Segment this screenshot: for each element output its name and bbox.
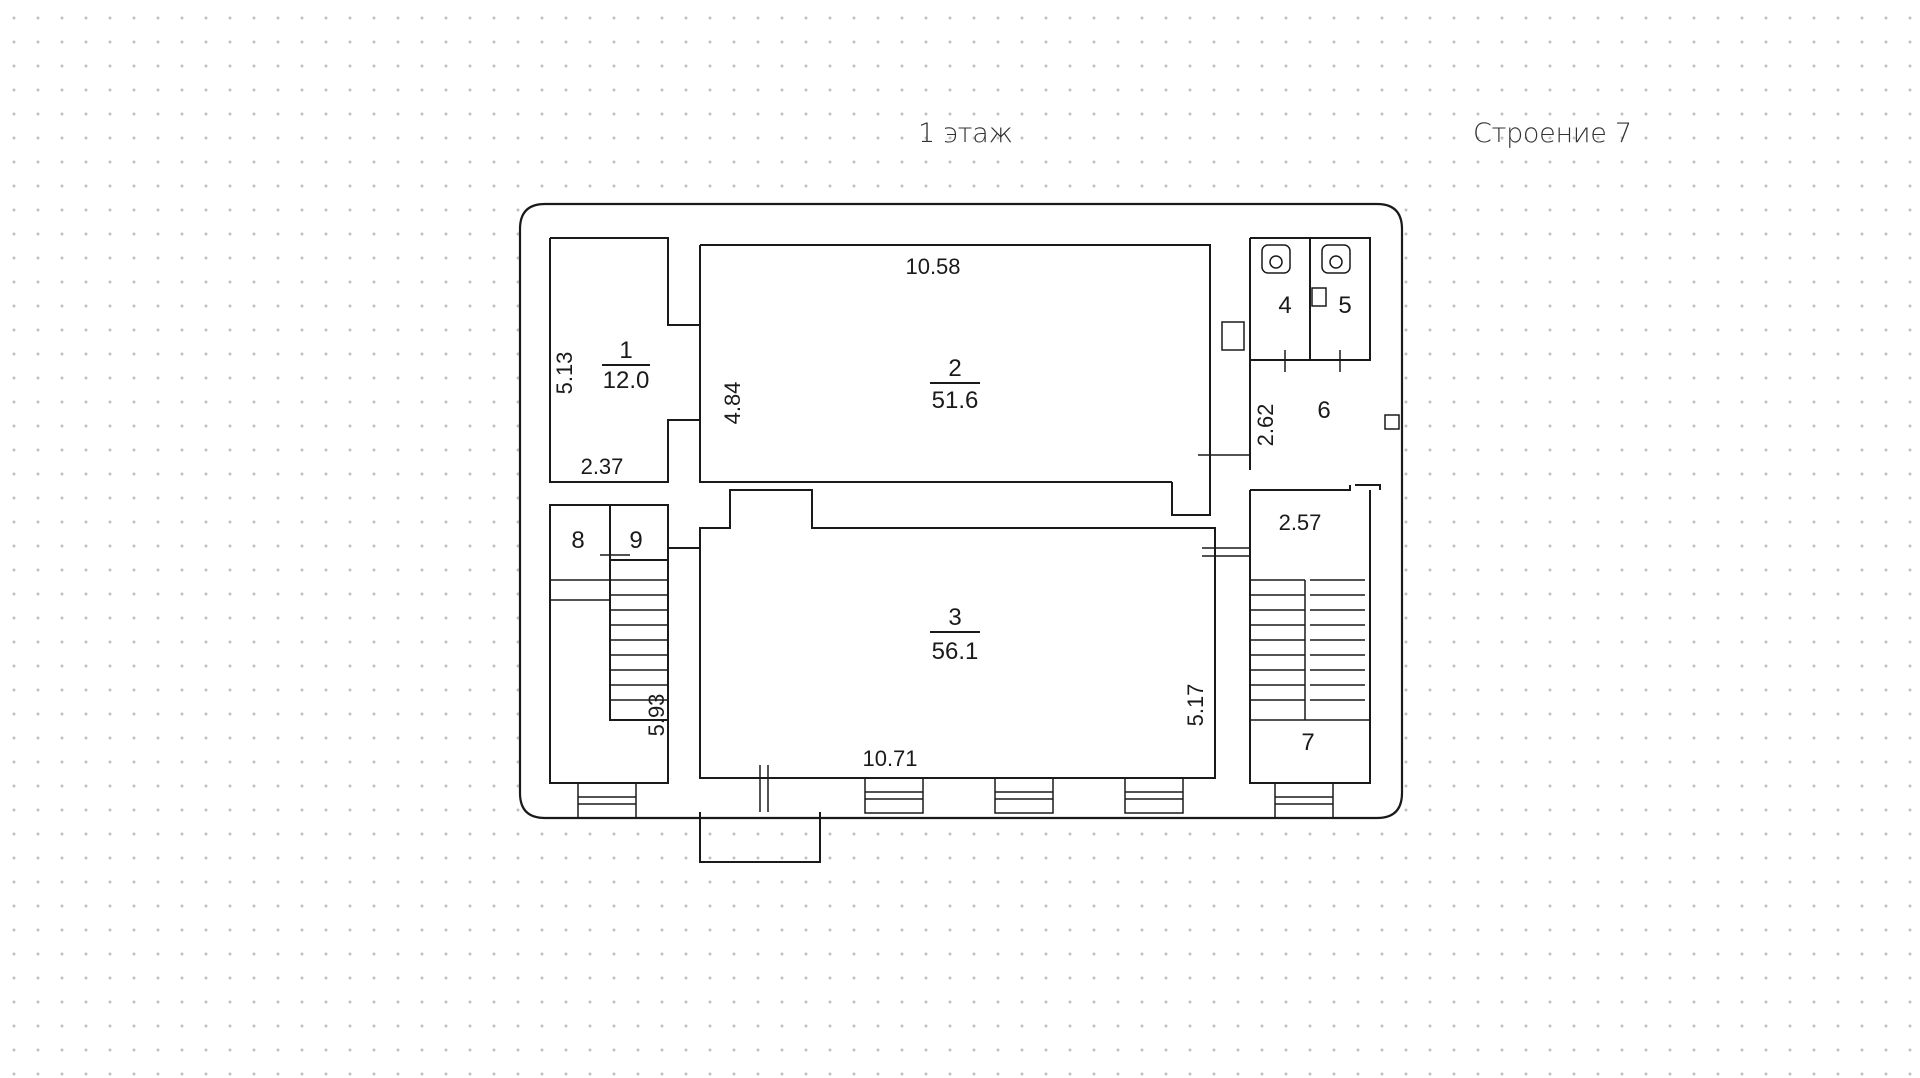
dim-room3-height: 5.17 — [1183, 684, 1208, 727]
dim-stair-left-height: 5.93 — [644, 694, 669, 737]
dim-room2-height: 4.84 — [720, 382, 745, 425]
room-7-number: 7 — [1301, 729, 1314, 756]
walls — [549, 237, 1381, 863]
room-6-number: 6 — [1317, 397, 1330, 424]
room-labels: 1 12.0 2 51.6 3 56.1 4 5 6 7 8 9 — [571, 292, 1351, 756]
room-4-number: 4 — [1278, 292, 1291, 319]
stairs-left — [550, 579, 668, 701]
toilet-fixtures — [1221, 244, 1351, 351]
room-8-number: 8 — [571, 527, 584, 554]
windows — [577, 414, 1400, 819]
room-2-number: 2 — [948, 355, 961, 382]
dim-room1-width: 2.37 — [581, 454, 624, 479]
dim-room6-width: 2.57 — [1279, 510, 1322, 535]
dim-room3-width: 10.71 — [862, 746, 917, 771]
room-2-area: 51.6 — [932, 387, 979, 414]
room-3-area: 56.1 — [932, 638, 979, 665]
dim-room6-height: 2.62 — [1253, 404, 1278, 447]
room-1-area: 12.0 — [603, 367, 650, 394]
stairs-right — [1250, 579, 1370, 721]
building-label: Строение 7 — [1473, 118, 1632, 149]
dim-room1-height: 5.13 — [552, 352, 577, 395]
room-5-number: 5 — [1338, 292, 1351, 319]
dimension-labels: 10.58 2.37 10.71 2.57 5.13 4.84 5.17 2.6… — [552, 254, 1321, 771]
room-3-number: 3 — [948, 604, 961, 631]
building-outline — [518, 202, 1404, 820]
doors — [600, 350, 1341, 812]
floor-label: 1 этаж — [918, 118, 1013, 149]
dim-room2-width: 10.58 — [905, 254, 960, 279]
floor-plan: 1 12.0 2 51.6 3 56.1 4 5 6 7 8 9 10.58 2… — [505, 200, 1425, 880]
room-1-number: 1 — [619, 337, 632, 364]
room-9-number: 9 — [629, 527, 642, 554]
